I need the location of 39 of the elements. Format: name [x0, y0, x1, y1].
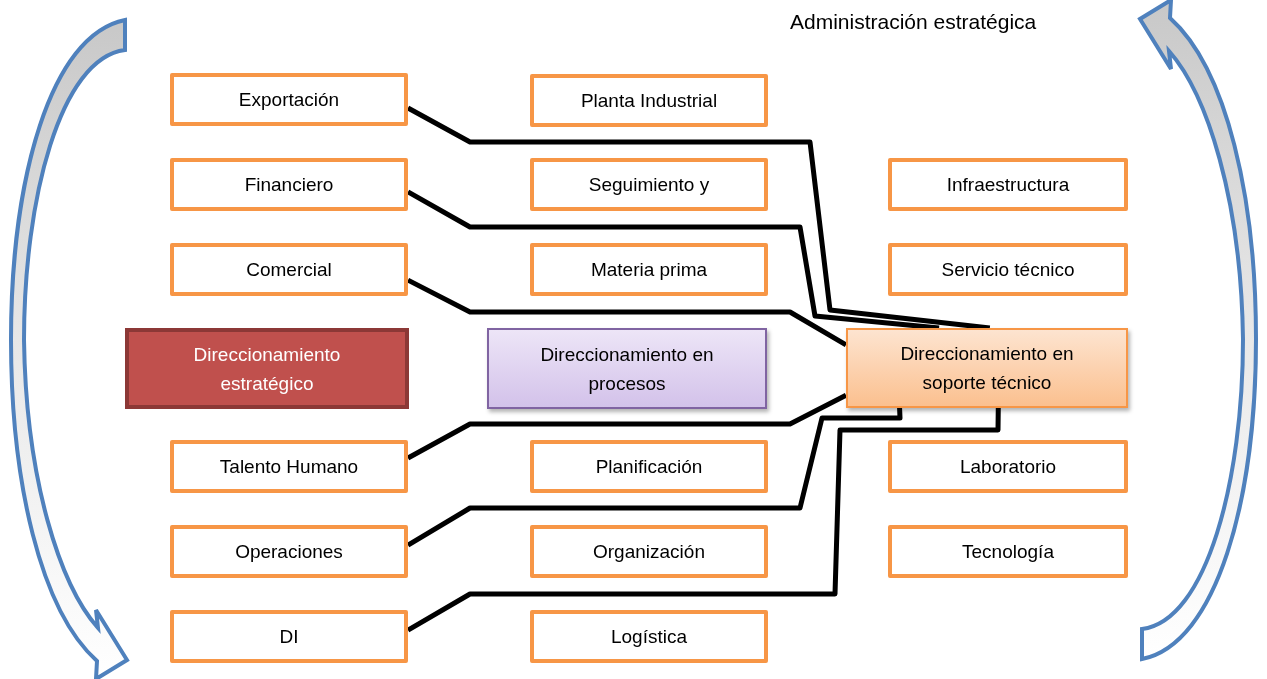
strategy-box: [125, 328, 409, 409]
process-group-box: [487, 328, 767, 409]
node-label: Direccionamiento en procesos: [539, 342, 715, 396]
node-label: Direccionamiento estratégico: [192, 342, 342, 396]
process-box: [170, 243, 408, 296]
process-box: [888, 525, 1128, 578]
support-box: [846, 328, 1128, 408]
process-box: [170, 525, 408, 578]
process-box: [530, 74, 768, 127]
process-box: [888, 243, 1128, 296]
diagram-title: Administración estratégica: [790, 10, 1037, 34]
node-label: Financiero: [243, 173, 335, 197]
node-label: Talento Humano: [218, 455, 360, 479]
node-label: Servicio técnico: [940, 258, 1076, 282]
process-box: [888, 158, 1128, 211]
process-box: [530, 525, 768, 578]
process-box: [170, 440, 408, 493]
process-box: [170, 158, 408, 211]
process-box: [170, 610, 408, 663]
process-box: [530, 158, 768, 211]
process-box: [888, 440, 1128, 493]
process-box: [530, 440, 768, 493]
node-label: Operaciones: [234, 540, 344, 564]
node-label: Organización: [592, 540, 706, 564]
node-label: Infraestructura: [945, 173, 1071, 197]
node-label: Direccionamiento en soporte técnico: [899, 342, 1075, 395]
node-label: Materia prima: [589, 258, 709, 282]
node-label: DI: [278, 625, 300, 649]
node-label: Laboratorio: [958, 455, 1058, 479]
process-box: [530, 243, 768, 296]
process-box: [530, 610, 768, 663]
node-label: Logística: [609, 625, 688, 649]
node-label: Comercial: [245, 258, 333, 282]
process-box: [170, 73, 408, 126]
node-label: Exportación: [237, 88, 341, 112]
node-label: Tecnología: [961, 540, 1055, 564]
node-label: Seguimiento y: [587, 173, 711, 197]
node-label: Planta Industrial: [579, 89, 719, 113]
node-label: Planificación: [594, 455, 704, 479]
